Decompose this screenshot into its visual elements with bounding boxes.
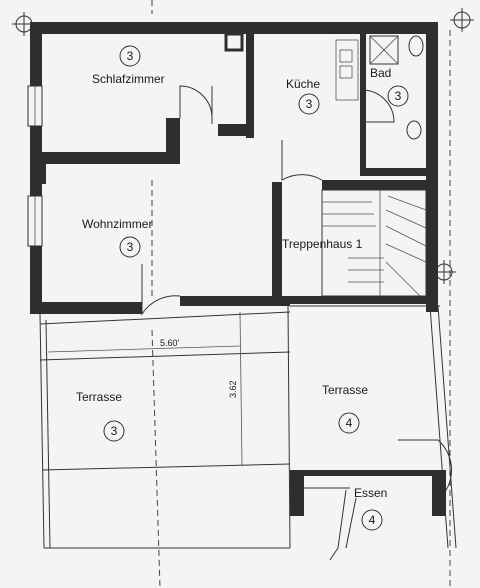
room-number-bad: 3 <box>387 85 409 107</box>
terrace-outline <box>39 305 457 561</box>
bath-fixtures <box>369 35 424 140</box>
svg-text:3: 3 <box>111 424 118 438</box>
room-label-wohnzimmer: Wohnzimmer <box>82 217 152 231</box>
svg-text:3: 3 <box>306 97 313 111</box>
svg-text:4: 4 <box>369 513 376 527</box>
room-label-terrasse-left: Terrasse <box>76 390 122 404</box>
room-number-schlafzimmer: 3 <box>119 45 141 67</box>
room-number-kueche: 3 <box>298 93 320 115</box>
room-number-wohnzimmer: 3 <box>119 236 141 258</box>
svg-text:3: 3 <box>127 240 134 254</box>
dimension-width: 5.60' <box>160 338 180 348</box>
room-label-bad: Bad <box>370 66 391 80</box>
dimension-depth: 3.62 <box>228 380 238 398</box>
stairs <box>321 189 427 297</box>
room-label-treppenhaus: Treppenhaus 1 <box>282 237 363 251</box>
interior-walls <box>38 30 426 302</box>
room-number-essen: 4 <box>361 509 383 531</box>
room-label-kueche: Küche <box>286 77 320 91</box>
room-label-terrasse-right: Terrasse <box>322 383 368 397</box>
room-label-essen: Essen <box>354 486 387 500</box>
room-number-terrasse-right: 4 <box>338 412 360 434</box>
svg-text:3: 3 <box>127 49 134 63</box>
room-number-terrasse-left: 3 <box>103 420 125 442</box>
room-label-schlafzimmer: Schlafzimmer <box>92 72 165 86</box>
svg-text:3: 3 <box>395 89 402 103</box>
grid-marker-top-right <box>450 8 474 32</box>
construction-line <box>151 329 161 588</box>
windows <box>27 85 43 247</box>
svg-text:4: 4 <box>346 416 353 430</box>
kitchen-fixtures <box>335 39 359 101</box>
